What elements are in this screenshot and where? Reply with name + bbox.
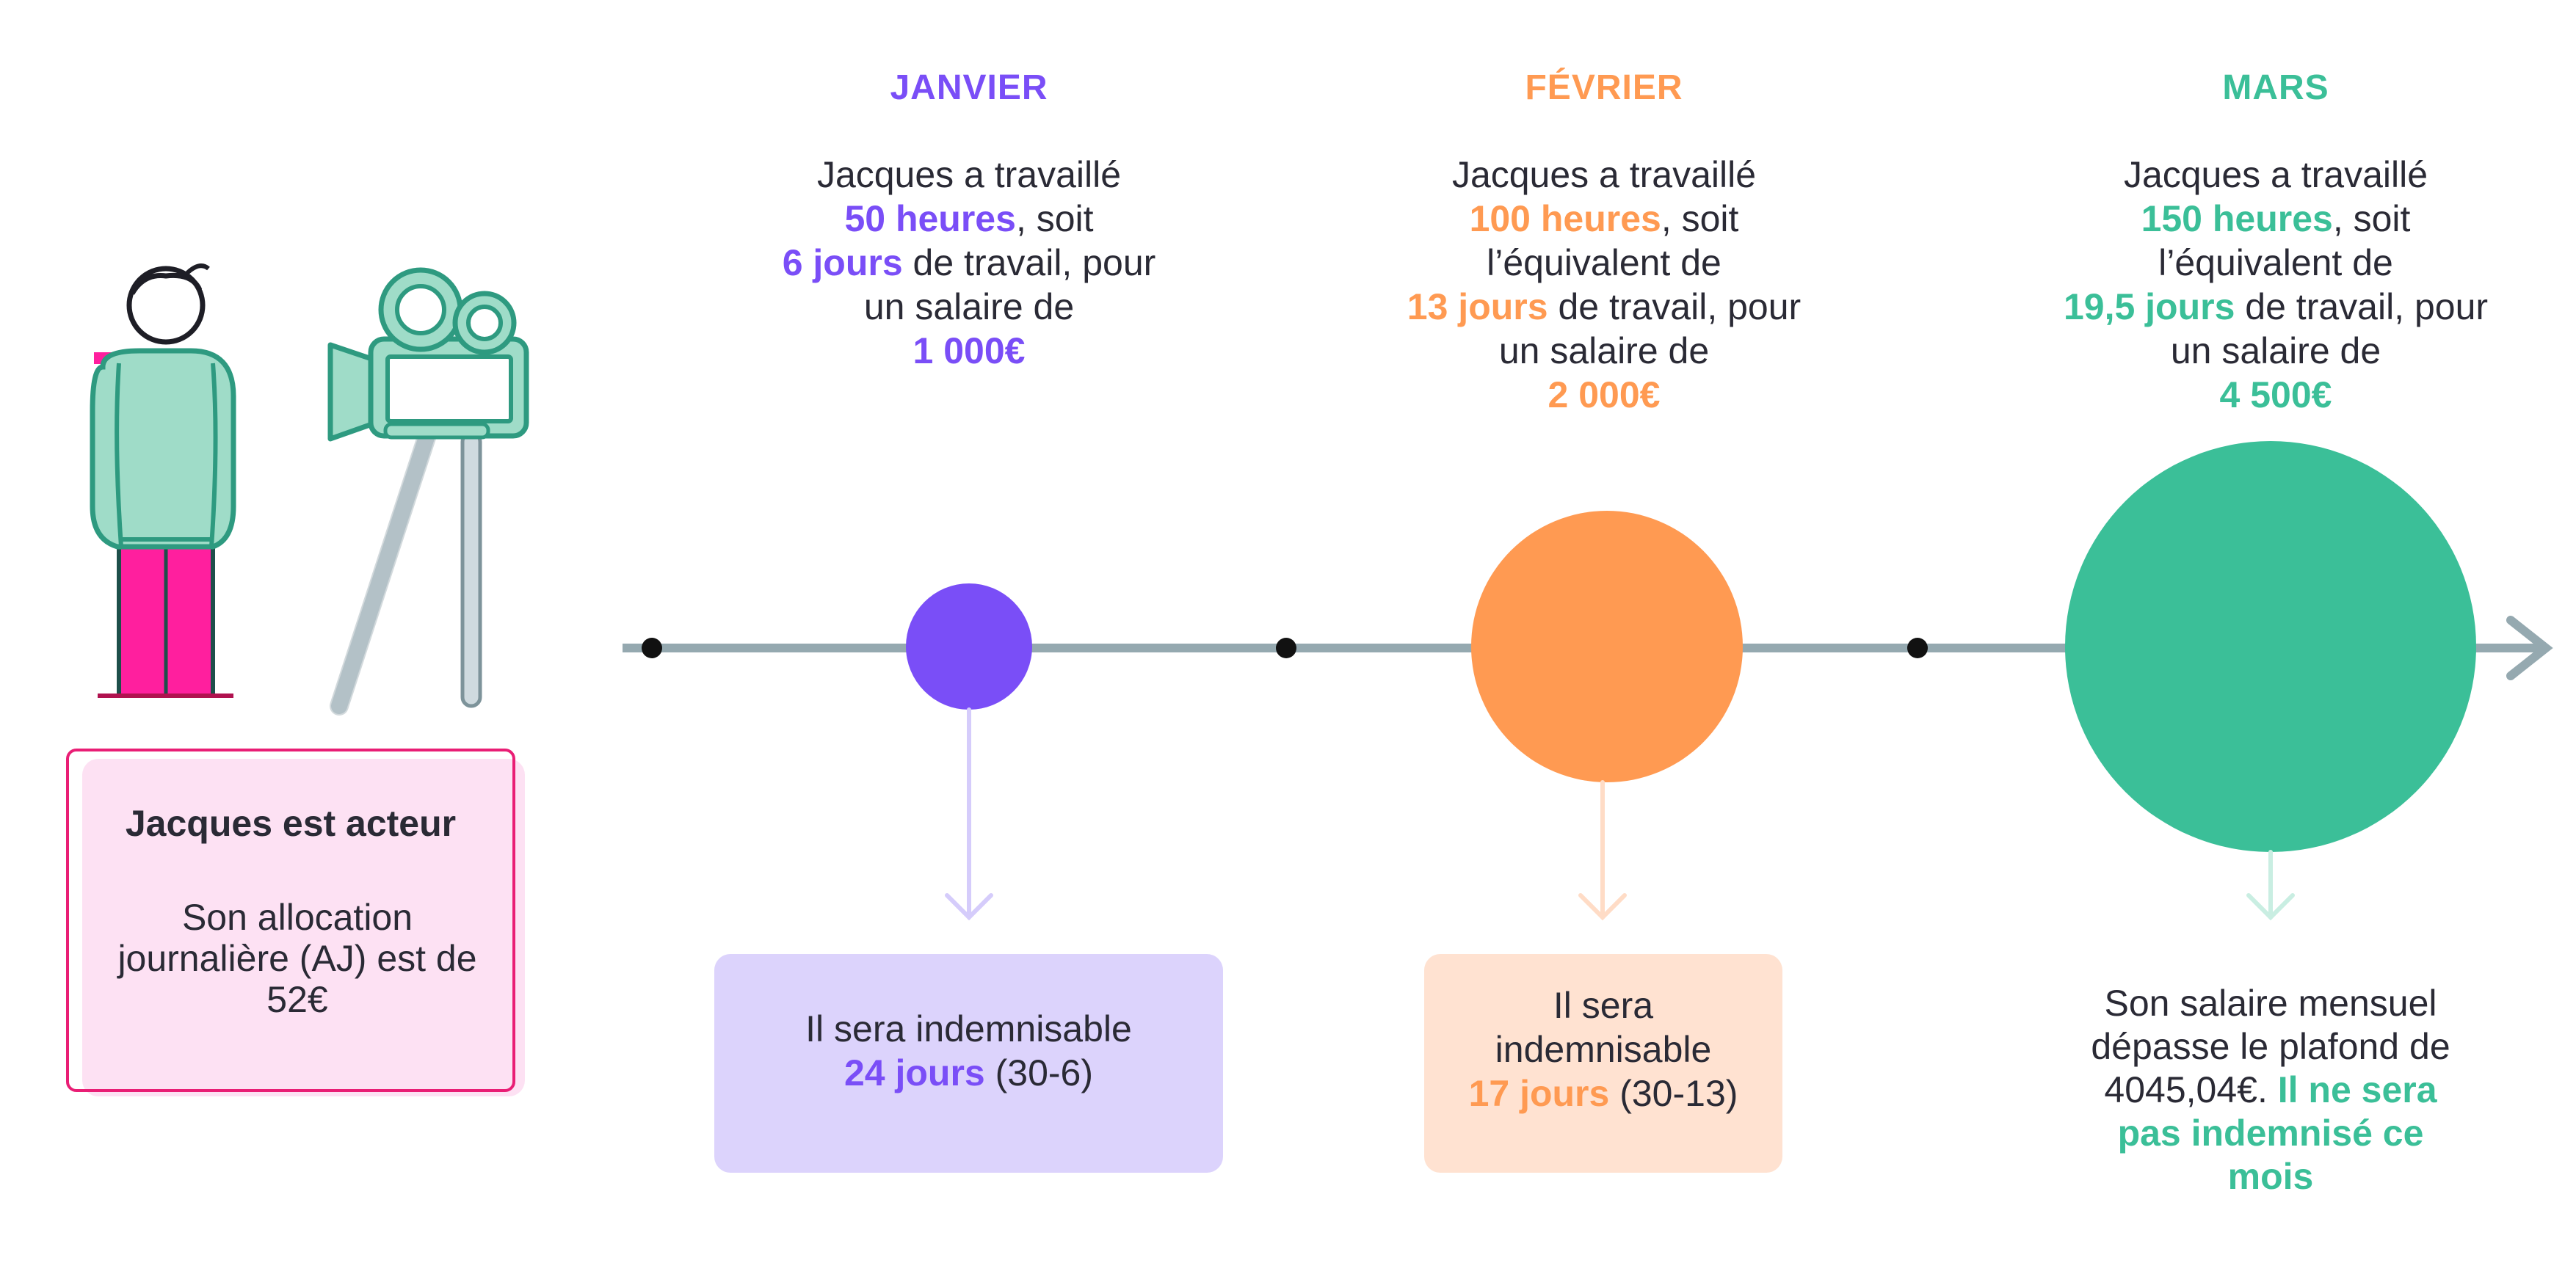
timeline-marker	[1276, 638, 1296, 658]
february-description: Jacques a travaillé 100 heures, soit l’é…	[1347, 153, 1861, 417]
actor-figure-icon	[90, 263, 236, 698]
march-circle	[2065, 441, 2476, 852]
month-title-february: FÉVRIER	[1525, 68, 1683, 107]
february-hours: 100 heures	[1469, 198, 1661, 239]
february-result-box	[1424, 954, 1782, 1173]
february-salary: 2 000€	[1548, 374, 1661, 415]
month-title-march: MARS	[2222, 68, 2329, 107]
january-description: Jacques a travaillé 50 heures, soit 6 jo…	[719, 153, 1219, 373]
january-circle	[906, 583, 1032, 710]
march-days: 19,5 jours	[2063, 286, 2235, 327]
movie-camera-icon	[327, 267, 529, 716]
month-title-january: JANVIER	[890, 68, 1048, 107]
january-salary: 1 000€	[913, 330, 1026, 371]
march-result: Son salaire mensuel dépasse le plafond d…	[2091, 983, 2450, 1197]
march-salary: 4 500€	[2219, 374, 2332, 415]
february-arrow-icon	[1578, 780, 1627, 921]
january-result-box	[714, 954, 1223, 1173]
actor-info-shadow	[82, 759, 525, 1096]
january-hours: 50 heures	[844, 198, 1016, 239]
timeline-marker	[642, 638, 662, 658]
actor-info-box	[66, 749, 515, 1092]
march-arrow-icon	[2246, 850, 2295, 921]
actor-description: Son allocation journalière (AJ) est de 5…	[117, 897, 477, 1020]
march-hours: 150 heures	[2141, 198, 2333, 239]
february-result-days: 17 jours	[1468, 1073, 1610, 1114]
january-result-days: 24 jours	[843, 1052, 985, 1093]
january-result: Il sera indemnisable 24 jours (30-6)	[805, 1008, 1132, 1093]
march-description: Jacques a travaillé 150 heures, soit l’é…	[2011, 153, 2540, 417]
actor-title: Jacques est acteur	[125, 803, 457, 844]
february-circle	[1471, 511, 1743, 782]
january-days: 6 jours	[782, 242, 903, 283]
february-days: 13 jours	[1407, 286, 1548, 327]
february-result: Il sera indemnisable 17 jours (30-13)	[1468, 985, 1738, 1114]
timeline-marker	[1907, 638, 1928, 658]
january-arrow-icon	[945, 707, 993, 921]
